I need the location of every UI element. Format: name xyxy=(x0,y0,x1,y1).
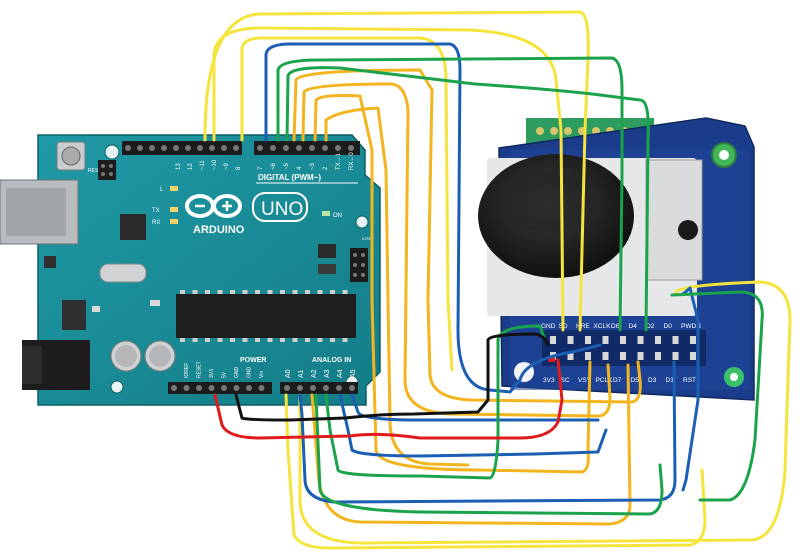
wire-blue-a5 xyxy=(350,393,600,422)
usb-connector xyxy=(0,179,79,245)
digital-pin-label: ~5 xyxy=(284,162,290,170)
camera-bottom-pin-label: VSY xyxy=(578,377,592,384)
camera-top-pin-label: XCLK xyxy=(594,323,612,330)
wire-black-gnd xyxy=(234,332,550,422)
reset-label: RESET xyxy=(88,168,105,174)
usb-chip xyxy=(120,214,146,240)
wire-orange-d5 xyxy=(301,82,612,418)
power-pin-label: 3V3 xyxy=(209,369,215,378)
analog-pin-label: A3 xyxy=(324,369,331,378)
digital-pin-label: ~10 xyxy=(212,159,218,170)
camera-top-pin-label: D4 xyxy=(629,323,638,330)
icsp-label: ICSP xyxy=(362,236,372,241)
camera-bottom-pin-label: D7 xyxy=(613,377,622,384)
capacitors xyxy=(110,340,176,372)
power-on-label: ON xyxy=(333,213,342,219)
power-pin-label: IOREF xyxy=(184,363,190,378)
wire-blue-d7 xyxy=(264,42,602,394)
led-tx-label: TX xyxy=(152,208,160,214)
reset-button xyxy=(56,141,86,171)
camera-top-pin-label: D2 xyxy=(646,323,655,330)
wire-yellow-d11 xyxy=(203,10,590,332)
camera-bottom-pin-label: D3 xyxy=(648,377,657,384)
wire-yellow-d9 xyxy=(240,36,454,372)
camera-top-pin-label: D6 xyxy=(611,323,620,330)
digital-pin-label: 4 xyxy=(297,166,303,170)
wires xyxy=(203,10,792,550)
power-pin-label: GND xyxy=(247,367,253,379)
power-pin-labels: IOREF RESET 3V3 5V GND GND Vin xyxy=(184,361,265,378)
camera-bottom-pin-label: RST xyxy=(683,377,696,384)
wire-green-d6 xyxy=(276,56,624,332)
wire-blue-a4 xyxy=(338,393,608,458)
atmega-chip xyxy=(176,294,356,338)
analog-pin-label: A5 xyxy=(350,369,357,378)
camera-aux-hole xyxy=(678,220,698,240)
model-text: UNO xyxy=(261,199,303,220)
analog-label: ANALOG IN xyxy=(312,357,351,364)
power-jack xyxy=(22,340,90,390)
brand-text: ARDUINO xyxy=(193,224,245,236)
camera-bottom-pin-label: SC xyxy=(561,377,570,384)
digital-pin-label: 7 xyxy=(258,166,264,170)
digital-pin-labels: 13 12 ~11 ~10 ~9 8 7 ~6 ~5 4 ~3 2 TX→1 RX←0 xyxy=(176,152,355,170)
digital-pin-label: ~9 xyxy=(224,162,230,170)
wire-orange-d4 xyxy=(313,94,592,474)
power-pin-label: Vin xyxy=(259,371,265,378)
digital-pin-label: 13 xyxy=(176,163,182,170)
camera-top-pin-label: D0 xyxy=(664,323,673,330)
wire-green-a2 xyxy=(314,393,664,516)
camera-top-pin-label: GND xyxy=(541,323,556,330)
analog-pin-label: A1 xyxy=(298,369,305,378)
power-pin-label: GND xyxy=(234,367,240,379)
digital-pin-label: 12 xyxy=(188,163,194,170)
wire-red-5v xyxy=(213,358,564,440)
led-rx-label: RX xyxy=(152,220,160,226)
analog-pin-label: A0 xyxy=(285,369,292,378)
digital-pin-label: ~6 xyxy=(271,162,277,170)
power-header xyxy=(168,382,272,394)
digital-pin-label: 2 xyxy=(323,166,329,170)
camera-bottom-pin-label: D5 xyxy=(631,377,640,384)
wire-yellow-d10 xyxy=(212,26,565,332)
arduino-uno-board: RESET 13 12 ~11 ~10 ~9 8 7 ~6 ~5 4 ~3 2 TX→1 RX←0 DIG… xyxy=(0,134,381,406)
crystal xyxy=(99,263,147,283)
digital-pin-label: TX→1 xyxy=(336,152,342,170)
camera-bottom-pin-label: D1 xyxy=(666,377,675,384)
arduino-logo xyxy=(185,194,242,218)
camera-top-pin-label: HRE xyxy=(576,323,590,330)
wire-orange-d3 xyxy=(324,106,470,467)
digital-pin-label: ~11 xyxy=(200,160,206,170)
wire-orange-d6 xyxy=(292,68,642,404)
camera-top-pin-label: PWDN xyxy=(681,323,701,330)
wire-yellow-right xyxy=(298,280,792,545)
led-l-label: L xyxy=(160,187,164,193)
wire-blue-right xyxy=(681,286,700,492)
wire-green-a3 xyxy=(324,324,547,480)
power-pin-label: 5V xyxy=(222,371,228,378)
digital-label: DIGITAL (PWM~) xyxy=(258,173,321,182)
wire-green-d5 xyxy=(285,66,650,332)
camera-pin-header xyxy=(542,330,706,366)
digital-pin-label: ~3 xyxy=(310,162,316,170)
wire-green-right xyxy=(670,290,764,502)
digital-pin-label: 8 xyxy=(236,166,242,170)
power-pin-label: RESET xyxy=(197,361,203,378)
analog-pin-labels: A0 A1 A2 A3 A4 A5 xyxy=(285,369,357,378)
digital-header xyxy=(122,141,360,155)
wire-yellow-a0 xyxy=(284,393,707,550)
camera-bottom-pin-label: 3V3 xyxy=(543,377,555,384)
analog-pin-label: A4 xyxy=(337,369,344,378)
power-label: POWER xyxy=(240,357,266,364)
digital-pin-label: RX←0 xyxy=(349,152,355,170)
analog-pin-label: A2 xyxy=(311,369,318,378)
camera-bottom-pin-label: PCLK xyxy=(596,377,614,384)
digital-pin-holes xyxy=(125,145,354,151)
analog-header xyxy=(280,382,358,394)
icsp-header xyxy=(350,248,368,282)
